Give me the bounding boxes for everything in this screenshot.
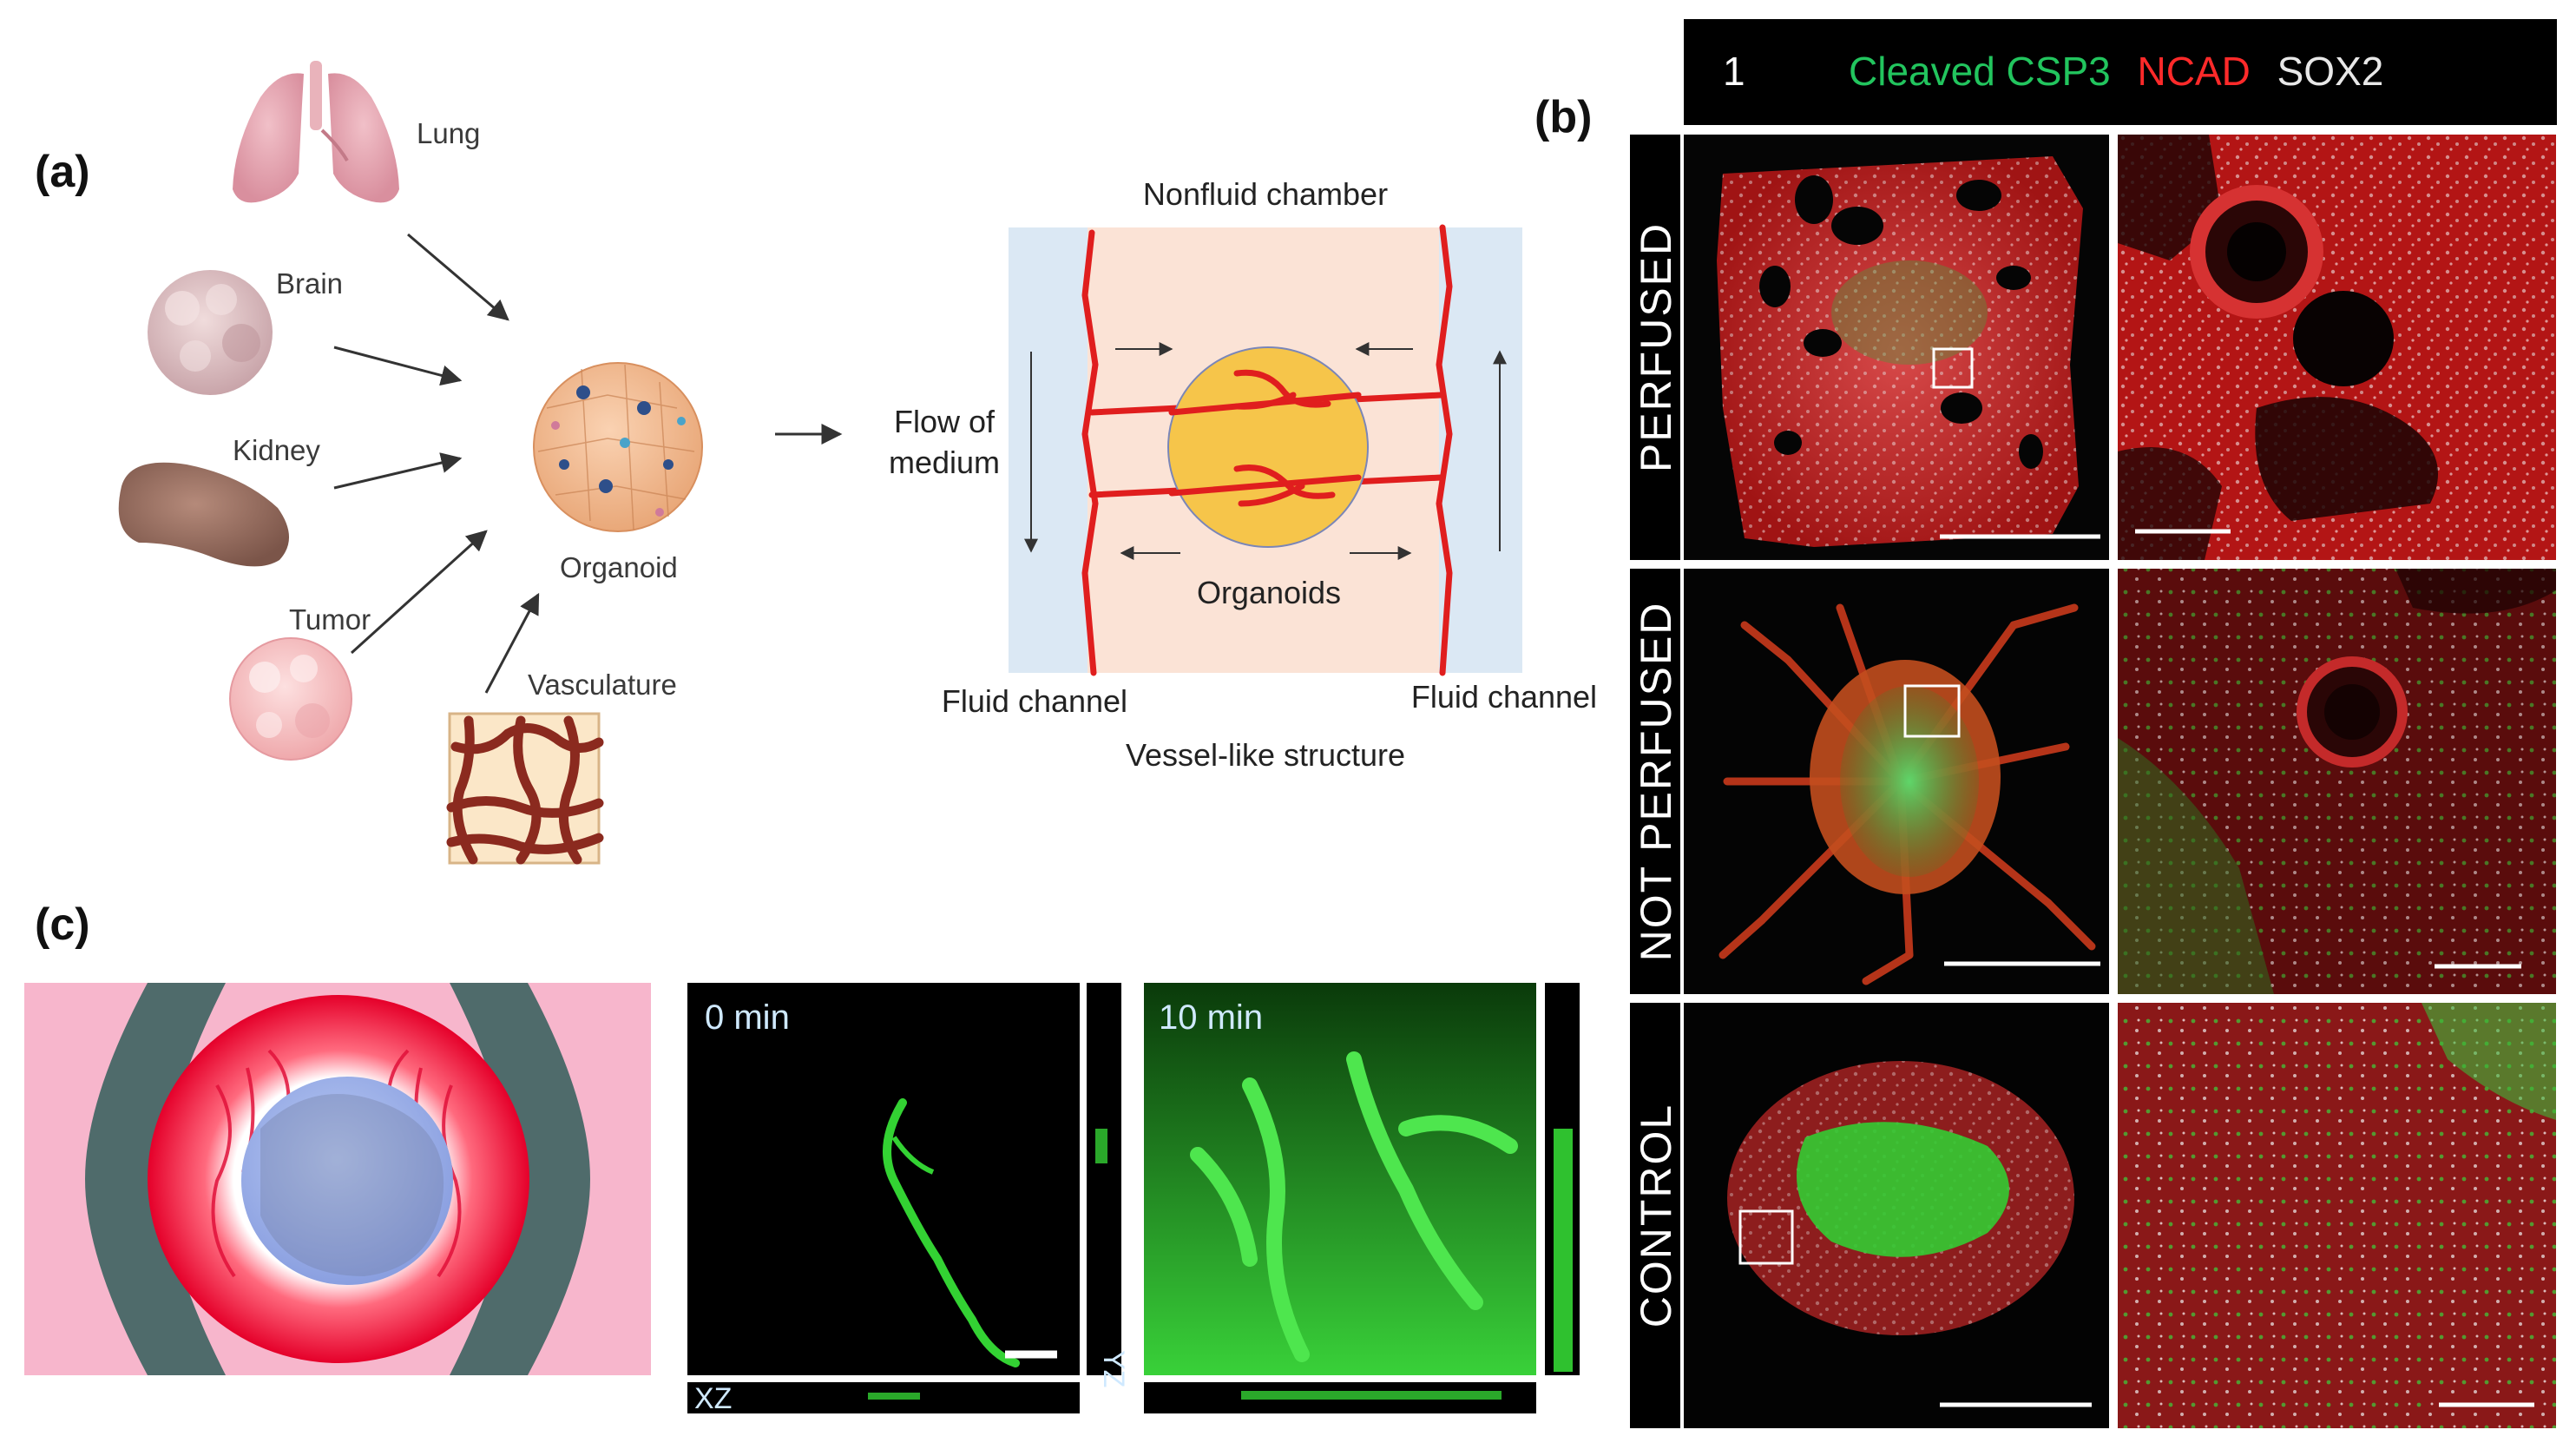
control-overview-image	[1684, 1003, 2109, 1428]
source-arrows	[333, 233, 540, 694]
panel-c-letter: (c)	[35, 899, 90, 950]
marker-green-label: Cleaved CSP3	[1849, 49, 2111, 94]
tumor-label: Tumor	[289, 603, 371, 636]
perfused-zoom-image	[2118, 135, 2556, 560]
perfused-overview-image	[1684, 135, 2109, 560]
brain-label: Brain	[276, 267, 343, 300]
control-zoom-image	[2118, 1003, 2556, 1428]
xz-label: XZ	[694, 1382, 732, 1415]
vessel-like-label: Vessel-like structure	[1126, 737, 1405, 773]
marker-header-bar	[1684, 19, 2556, 125]
nonfluid-chamber-label: Nonfluid chamber	[1143, 176, 1388, 212]
organoid-icon	[533, 362, 703, 532]
row-label-bar-not-perfused	[1630, 569, 1680, 994]
fluid-channel-right-label: Fluid channel	[1411, 679, 1597, 715]
not-perfused-overview-image	[1684, 569, 2109, 994]
chip-diagram	[1009, 224, 1522, 676]
flow-label-2: medium	[889, 445, 1000, 480]
organoid-label: Organoid	[560, 551, 678, 583]
fluid-channel-left-label: Fluid channel	[942, 683, 1127, 719]
not-perfused-zoom-image	[2118, 569, 2556, 994]
marker-header: 1 Cleaved CSP3 NCAD SOX2	[1723, 49, 2383, 94]
marker-red-label: NCAD	[2138, 49, 2251, 94]
kidney-icon	[118, 462, 290, 567]
lung-icon	[233, 61, 399, 203]
row-label-not-perfused: NOT PERFUSED	[1632, 602, 1680, 962]
time-10min-label: 10 min	[1159, 998, 1263, 1037]
marker-white-label: SOX2	[2277, 49, 2384, 94]
lung-label: Lung	[417, 117, 480, 149]
row-label-perfused: PERFUSED	[1632, 222, 1680, 472]
time-0min-image	[687, 983, 1121, 1413]
perfusion-chip-schematic	[24, 983, 651, 1375]
yz-label: YZ	[1097, 1350, 1130, 1387]
kidney-label: Kidney	[233, 434, 320, 466]
row-label-bar-control	[1630, 1003, 1680, 1428]
time-0min-label: 0 min	[705, 998, 790, 1037]
organoids-label: Organoids	[1197, 575, 1341, 610]
row-label-bar-perfused	[1630, 135, 1680, 560]
panel-b-letter: (b)	[1534, 92, 1592, 142]
panel-a-letter: (a)	[35, 147, 90, 197]
vasculature-icon	[446, 712, 604, 865]
yz-strip-left	[1087, 983, 1121, 1375]
brain-icon	[148, 270, 273, 395]
header-number: 1	[1723, 49, 1745, 94]
row-label-control: CONTROL	[1632, 1104, 1680, 1328]
time-10min-image	[1144, 983, 1580, 1413]
vasculature-label: Vasculature	[528, 669, 677, 701]
flow-label-1: Flow of	[894, 404, 996, 439]
tumor-icon	[229, 637, 352, 761]
